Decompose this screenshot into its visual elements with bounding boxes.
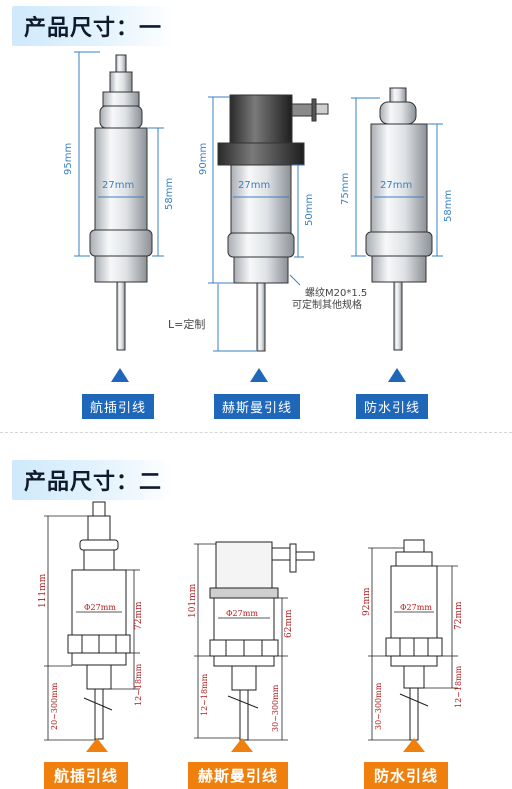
label-hirschmann: 赫斯曼引线 [188, 762, 289, 789]
dim-body-1: 72mm [134, 601, 144, 630]
dim-body-2: 50mm [304, 193, 315, 226]
pointer-triangle [250, 368, 268, 382]
label-hirschmann: 赫斯曼引线 [214, 394, 301, 419]
dim-height-3: 92mm [362, 587, 372, 616]
dim-body-3: 72mm [454, 601, 464, 630]
dim-body-3: 58mm [443, 189, 454, 222]
dim-thread-1: 12~18mm [134, 663, 143, 706]
dim-height-3: 75mm [340, 172, 351, 205]
dimension-drawing-two [44, 501, 458, 752]
pointer-triangle [86, 738, 108, 752]
label-aviation-plug: 航插引线 [44, 762, 129, 789]
sensor-hirschmann [209, 541, 315, 741]
length-note: L=定制 [168, 318, 206, 331]
section-title: 产品尺寸：一 [12, 6, 175, 46]
section-dimensions-one: 产品尺寸：一 [12, 6, 454, 419]
dim-thread-3: 12~18mm [454, 665, 463, 708]
label-waterproof: 防水引线 [364, 762, 449, 789]
dim-diameter-2: Φ27mm [226, 609, 258, 618]
label-waterproof: 防水引线 [356, 394, 429, 419]
sensor-waterproof [385, 539, 443, 741]
sensor-hirschmann [217, 94, 329, 352]
dim-probe-1: 20~300mm [50, 682, 59, 730]
sensor-waterproof [365, 87, 433, 351]
dim-diameter-3: 27mm [380, 180, 413, 191]
pointer-triangle [388, 368, 406, 382]
custom-note: 可定制其他规格 [292, 300, 362, 311]
dim-diameter-1: 27mm [102, 180, 135, 191]
dim-height-2: 101mm [188, 583, 198, 618]
dim-diameter-2: 27mm [238, 180, 271, 191]
pointer-triangle [111, 368, 129, 382]
dim-diameter-3: Φ27mm [400, 603, 432, 612]
label-aviation-plug: 航插引线 [82, 394, 155, 419]
dimension-drawing-one [74, 51, 443, 382]
sensor-aviation-plug [89, 54, 153, 351]
dim-diameter-1: Φ27mm [84, 603, 116, 612]
dim-height-2: 90mm [198, 142, 209, 175]
section-dimensions-two: 产品尺寸：二 [0, 440, 512, 789]
dim-probe-2: 30~300mm [271, 684, 280, 732]
section-title: 产品尺寸：二 [12, 460, 175, 500]
dim-height-1: 95mm [63, 142, 74, 175]
dim-thread-2: 12~18mm [200, 673, 209, 716]
pointer-triangle [403, 738, 425, 752]
thread-note: 螺纹M20*1.5 [305, 288, 368, 299]
dim-height-1: 111mm [38, 573, 48, 608]
sensor-aviation-plug [67, 501, 131, 740]
dim-body-1: 58mm [164, 177, 175, 210]
pointer-triangle [231, 738, 253, 752]
dim-probe-3: 30~300mm [374, 682, 383, 730]
dim-body-2: 62mm [284, 609, 294, 638]
section-divider [0, 432, 512, 433]
